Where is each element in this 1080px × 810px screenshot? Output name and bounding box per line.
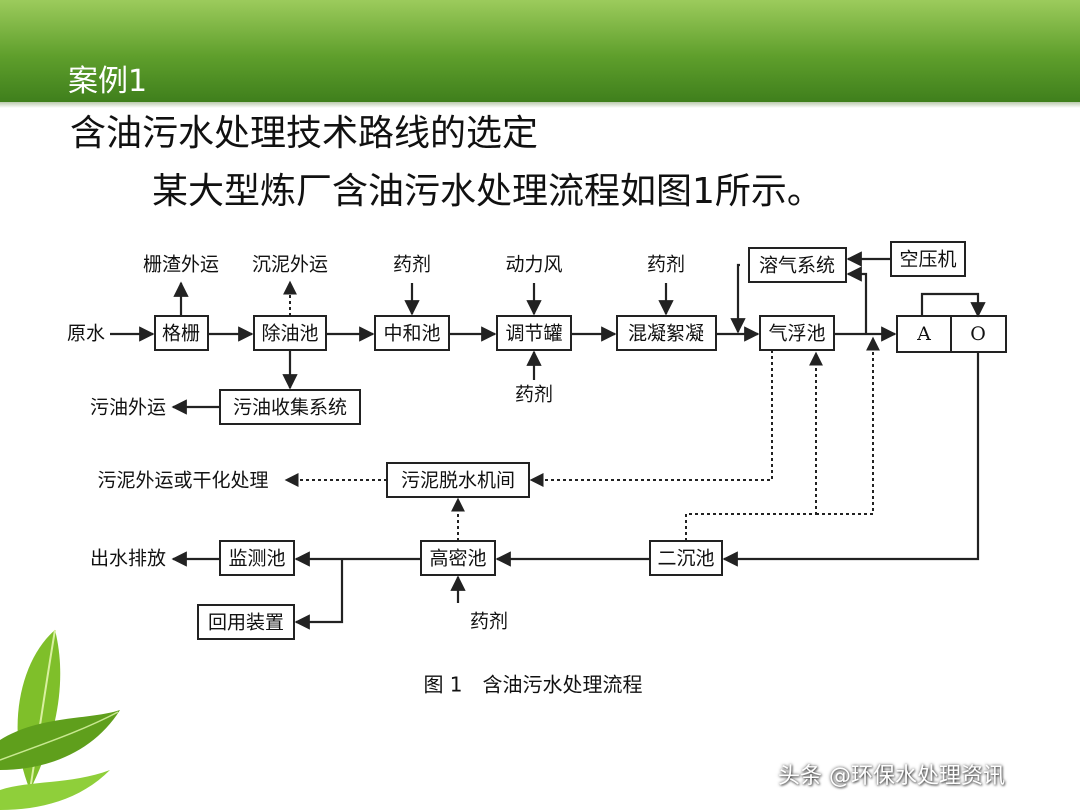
label-screenings-out: 栅渣外运 (143, 254, 219, 276)
label-dissolved-air: 溶气系统 (759, 255, 835, 277)
box-compressor (890, 241, 966, 277)
label-power-air: 动力风 (505, 254, 562, 276)
label-chemical-2: 药剂 (515, 384, 553, 406)
flow-clarifier-return (685, 351, 823, 541)
box-reuse (197, 604, 295, 640)
box-neutralization (374, 315, 450, 351)
label-reuse: 回用装置 (208, 612, 284, 634)
case-label: 案例1 (68, 64, 148, 99)
flow-dissolved-to-flotation (730, 263, 746, 334)
flow-ao-internal-recycle (920, 292, 986, 318)
label-effluent: 出水排放 (90, 548, 166, 570)
label-o-tank: O (970, 323, 986, 345)
label-oil-collection: 污油收集系统 (233, 397, 347, 419)
box-regulating (496, 315, 572, 351)
slide-title: 含油污水处理技术路线的选定 (70, 113, 539, 154)
label-waste-oil-out: 污油外运 (90, 397, 166, 419)
box-sludge-dewatering (386, 462, 530, 498)
flow-to-reuse (294, 559, 344, 630)
label-air-flotation: 气浮池 (768, 323, 825, 345)
label-high-density: 高密池 (429, 548, 486, 570)
label-secondary-clarifier: 二沉池 (657, 548, 714, 570)
label-chemical-3: 药剂 (647, 254, 685, 276)
box-dissolved-air (748, 247, 847, 283)
label-chemical-4: 药剂 (470, 611, 508, 633)
box-monitoring (219, 540, 295, 576)
label-regulating: 调节罐 (505, 323, 562, 345)
label-monitoring: 监测池 (228, 548, 285, 570)
flow-o-to-clarifier (722, 352, 980, 567)
flow-recycle-to-dissolved (846, 266, 868, 334)
header-bar (0, 0, 1080, 108)
box-coagulation (616, 315, 717, 351)
label-compressor: 空压机 (899, 249, 956, 271)
label-oil-removal: 除油池 (261, 323, 318, 345)
label-chemical-1: 药剂 (393, 254, 431, 276)
label-a-tank: A (916, 323, 931, 345)
label-coagulation: 混凝絮凝 (628, 323, 704, 345)
label-neutralization: 中和池 (383, 323, 440, 345)
leaf-decoration-icon (0, 629, 120, 810)
label-sludge-dewatering: 污泥脱水机间 (401, 470, 515, 492)
label-sludge-disposal: 污泥外运或干化处理 (97, 470, 268, 492)
watermark: 头条 @环保水处理资讯 (778, 764, 1005, 789)
label-sludge-out: 沉泥外运 (252, 254, 328, 276)
box-a-tank (896, 315, 952, 353)
flow-clarifier-return-ao (816, 336, 880, 515)
flow-flotation-sludge (529, 350, 773, 487)
slide-subtitle: 某大型炼厂含油污水处理流程如图1所示。 (152, 171, 823, 212)
label-grille: 格栅 (162, 323, 200, 345)
box-secondary-clarifier (649, 540, 723, 576)
diagram-caption: 图 1 含油污水处理流程 (423, 673, 642, 697)
label-raw-water: 原水 (67, 323, 105, 345)
